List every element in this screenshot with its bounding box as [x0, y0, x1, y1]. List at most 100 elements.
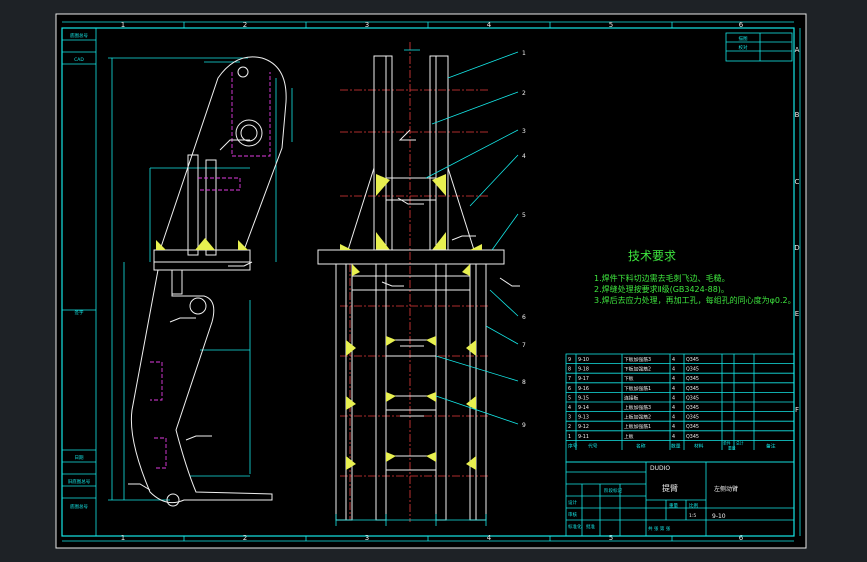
zone-bottom-2: 2: [243, 534, 247, 542]
bom-header-remark: 备注: [766, 442, 776, 449]
bom-row-7-no: 7: [568, 376, 571, 382]
bom-row-5-code: 9-15: [578, 395, 589, 401]
outer-frame: [55, 13, 807, 549]
front-view: [317, 42, 520, 526]
bom-row-6-material: Q345: [686, 386, 699, 392]
label-weight: 重量: [669, 502, 678, 509]
callout-8: 8: [522, 379, 526, 386]
bom-row-2-name: 上板加强筋1: [624, 423, 651, 430]
bom-row-7-material: Q345: [686, 376, 699, 382]
strip-label-4: 日期: [75, 455, 84, 461]
bom-header-total-weight: 总计: [736, 440, 744, 445]
label-stage: 阶段标记: [604, 487, 622, 494]
title-block: DUDIO 提臂 左侧动臂 9-10 阶段标记 重量 比例 1:5 共 张 第 …: [565, 461, 795, 537]
bom-row-7-code: 9-17: [578, 376, 589, 382]
bom-row-2-no: 2: [568, 424, 571, 430]
drawing-name: 左侧动臂: [714, 485, 738, 493]
cell-proof: 校对: [739, 44, 748, 51]
bom-row-2-code: 9-12: [578, 424, 589, 430]
bom-header-qty: 数量: [671, 442, 681, 449]
zone-top-5: 5: [609, 21, 613, 29]
bom-row-4-code: 9-14: [578, 405, 589, 411]
strip-label-6: 底图总号: [70, 503, 88, 510]
bom-row-6-no: 6: [568, 386, 571, 392]
left-record-strip: 底图总号 CAD 签字 日期 旧底图总号 底图总号: [61, 27, 97, 537]
bom-row-6-name: 下板加强筋1: [624, 385, 651, 392]
callout-2: 2: [522, 90, 526, 97]
bom-row-7-qty: 4: [672, 376, 675, 382]
scale-value: 1:5: [689, 513, 696, 519]
bom-row-5-name: 连接板: [624, 394, 639, 401]
bom-row-2-qty: 4: [672, 424, 675, 430]
zone-right-e: E: [795, 310, 799, 318]
bom-row-4-name: 上板加强筋3: [624, 404, 651, 411]
bom-row-1-name: 上板: [624, 433, 634, 440]
strip-label-2: CAD: [74, 57, 84, 63]
bom-row-4-qty: 4: [672, 405, 675, 411]
callout-1: 1: [522, 50, 526, 57]
bom-row-8-no: 8: [568, 367, 571, 373]
label-standard: 标准化: [568, 523, 582, 530]
zone-top-2: 2: [243, 21, 247, 29]
label-design: 设计: [568, 499, 577, 506]
company-name: DUDIO: [650, 465, 670, 472]
bom-row-8-material: Q345: [686, 367, 699, 373]
zone-top-1: 1: [121, 21, 125, 29]
bom-row-2-material: Q345: [686, 424, 699, 430]
callout-leaders: 1 2 3 4 5 6 7 8 9: [425, 50, 526, 429]
zone-top-4: 4: [487, 21, 492, 29]
top-right-cells: 描图 校对: [725, 32, 793, 62]
label-scale: 比例: [689, 502, 698, 509]
zone-bottom-5: 5: [609, 534, 613, 542]
zone-markers-bottom: 1 2 3 4 5 6: [121, 534, 744, 542]
zone-bottom-4: 4: [487, 534, 492, 542]
zone-bottom-1: 1: [121, 534, 125, 542]
zone-right-a: A: [795, 46, 800, 54]
sheet-count: 共 张 第 张: [648, 525, 671, 532]
bom-header-unit-weight: 单件: [723, 440, 731, 445]
strip-label-1: 底图总号: [70, 32, 88, 39]
bom-row-8-code: 9-18: [578, 367, 589, 373]
bom-row-3-qty: 4: [672, 415, 675, 421]
bom-row-4-material: Q345: [686, 405, 699, 411]
zone-top-6: 6: [739, 21, 744, 29]
callout-9: 9: [522, 422, 526, 429]
part-name: 提臂: [662, 483, 678, 493]
bom-row-5-material: Q345: [686, 395, 699, 401]
bom-row-9-name: 下板加强筋3: [624, 356, 651, 363]
strip-label-3: 签字: [75, 309, 84, 316]
bom-row-7-name: 下板: [624, 375, 634, 382]
bom-row-1-qty: 4: [672, 434, 675, 440]
callout-7: 7: [522, 342, 526, 349]
bom-row-3-no: 3: [568, 415, 571, 421]
zone-right-f: F: [795, 406, 799, 414]
bom-header-weight: 重量: [728, 445, 736, 450]
notes-title: 技术要求: [628, 249, 676, 263]
callout-4: 4: [522, 153, 526, 160]
drawing-number: 9-10: [712, 513, 726, 520]
bom-row-1-code: 9-11: [578, 434, 589, 440]
side-view: [108, 56, 293, 507]
zone-right-d: D: [794, 244, 799, 252]
label-check: 审核: [568, 511, 577, 518]
bom-row-5-qty: 4: [672, 395, 675, 401]
zone-bottom-3: 3: [365, 534, 369, 542]
zone-bottom-6: 6: [739, 534, 744, 542]
bom-header-code: 代号: [588, 442, 598, 449]
zone-right-b: B: [795, 111, 800, 119]
bom-header-material: 材料: [694, 442, 704, 449]
bom-header-name: 名称: [636, 442, 646, 449]
bom-row-3-name: 上板加强筋2: [624, 414, 651, 421]
zone-markers-right: A B C D E F: [794, 46, 799, 414]
bom-row-8-qty: 4: [672, 367, 675, 373]
zone-markers-top: 1 2 3 4 5 6: [121, 21, 744, 29]
notes-item-1: 1.焊件下料切边需去毛刺飞边、毛糙。: [594, 273, 730, 283]
bom-row-9-qty: 4: [672, 357, 675, 363]
zone-top-3: 3: [365, 21, 369, 29]
bom-row-5-no: 5: [568, 395, 571, 401]
cell-trace: 描图: [739, 35, 748, 42]
bom-row-1-no: 1: [568, 434, 571, 440]
